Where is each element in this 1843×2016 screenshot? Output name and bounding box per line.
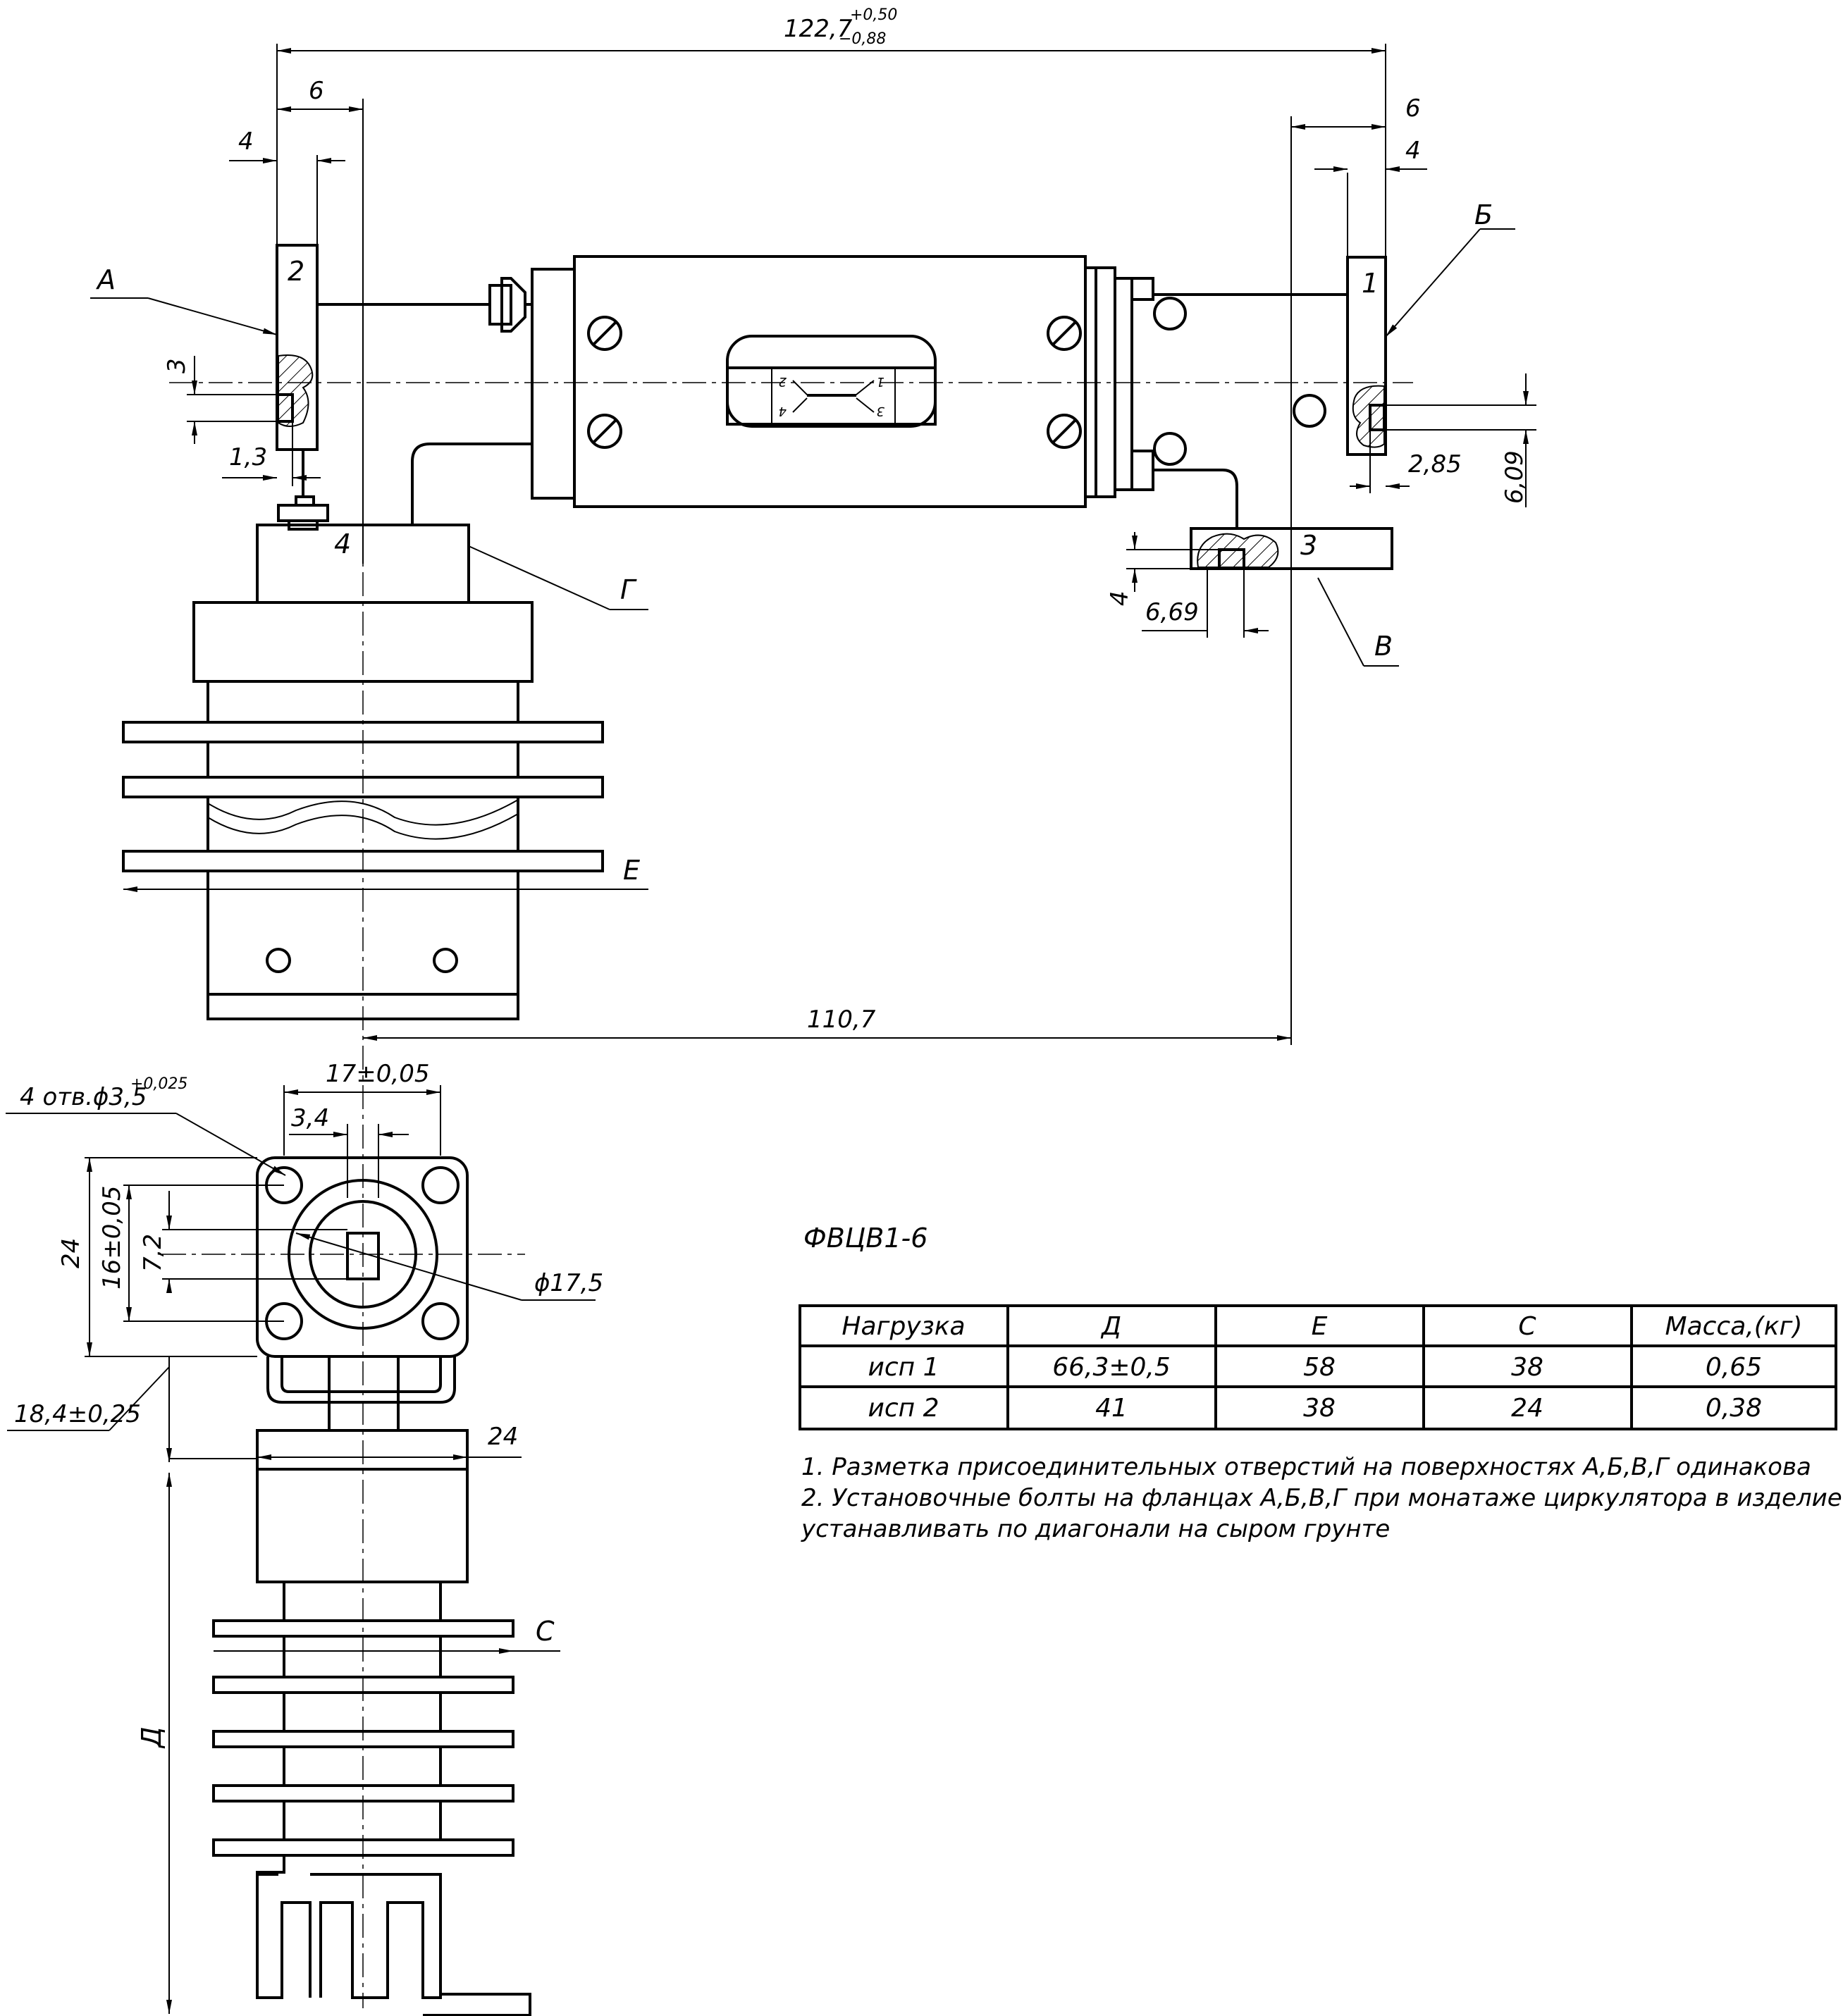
port-1-flange [1346, 256, 1387, 456]
table-header-e: Е [1312, 1312, 1328, 1341]
symbol-port-4: 4 [779, 404, 787, 419]
left-flange-dim-4: 4 [238, 128, 254, 156]
port-2-number: 2 [288, 256, 304, 287]
dim-24-vertical: 24 [57, 1238, 85, 1268]
dim-7-2: 7,2 [139, 1234, 167, 1272]
table-cell: 41 [1095, 1394, 1128, 1423]
dim-d17-5: ϕ17,5 [534, 1269, 603, 1297]
note-3: устанавливать по диагонали на сыром грун… [801, 1515, 1390, 1543]
overall-width-tol-upper: +0,50 [850, 6, 897, 24]
notes: 1. Разметка присоединительных отверстий … [801, 1453, 1842, 1543]
holes-note: 4 отв.ϕ3,5 [20, 1083, 147, 1111]
left-flange-dim-1-3: 1,3 [229, 443, 267, 471]
table-cell: 38 [1303, 1394, 1336, 1423]
right-flange-dim-4: 4 [1405, 137, 1421, 165]
bottom-flange-dim-4: 4 [1106, 590, 1134, 606]
surface-label-a: А [95, 264, 116, 295]
side-view: 4 отв.ϕ3,5 +0,025 17±0,05 3,4 24 16±0,05 [6, 1060, 603, 2016]
symbol-port-3: 3 [877, 404, 884, 419]
surface-label-g: Г [620, 574, 637, 605]
circulator-body [573, 255, 1087, 508]
note-1: 1. Разметка присоединительных отверстий … [801, 1453, 1811, 1481]
table-header-mass: Масса,(кг) [1665, 1312, 1803, 1341]
table-cell: 0,65 [1706, 1353, 1762, 1382]
table-header-d: Д [1100, 1312, 1121, 1341]
table-header-load: Нагрузка [842, 1312, 965, 1341]
right-flange-dim-2-85: 2,85 [1408, 450, 1462, 478]
dim-18-4: 18,4±0,25 [14, 1400, 141, 1428]
table-cell: 38 [1511, 1353, 1543, 1382]
surface-label-b: Б [1474, 199, 1493, 230]
port-1-number: 1 [1362, 268, 1379, 299]
right-flange-dim-6: 6 [1405, 94, 1421, 123]
dim-3-4: 3,4 [291, 1104, 329, 1132]
table-cell: 58 [1303, 1353, 1336, 1382]
dim-24-horizontal: 24 [488, 1423, 518, 1451]
port-3-number: 3 [1300, 530, 1317, 561]
bottom-flange-dim-6-69: 6,69 [1145, 598, 1199, 626]
table-header-c: С [1518, 1312, 1536, 1341]
left-flange-dim-3: 3 [163, 358, 191, 373]
dim-label-e: Е [623, 855, 640, 886]
port-4-number: 4 [334, 528, 351, 559]
left-flange-dim-6: 6 [309, 77, 324, 105]
dim-label-c: С [536, 1616, 555, 1647]
dim-16: 16±0,05 [98, 1186, 126, 1290]
symbol-port-2: 2 [779, 374, 787, 389]
port-2-flange [276, 244, 319, 451]
model-title: ФВЦВ1-6 [803, 1223, 927, 1254]
table-cell: 66,3±0,5 [1052, 1353, 1171, 1382]
overall-width-dim: 122,7 [784, 15, 853, 43]
note-2: 2. Установочные болты на фланцах А,Б,В,Г… [801, 1484, 1842, 1512]
top-view: 122,7 +0,50 −0,88 6 4 2 3 1,3 А [90, 6, 1536, 2008]
spec-table: Нагрузка Д Е С Масса,(кг) исп 1 66,3±0,5… [799, 1304, 1837, 1430]
table-cell: 0,38 [1706, 1394, 1762, 1423]
dim-label-d: Д [136, 1726, 167, 1749]
center-distance-dim: 110,7 [807, 1006, 876, 1034]
symbol-port-1: 1 [877, 374, 884, 389]
overall-width-tol-lower: −0,88 [839, 30, 886, 48]
table-cell: исп 1 [868, 1353, 939, 1382]
holes-tol: +0,025 [130, 1075, 187, 1093]
dim-17: 17±0,05 [326, 1060, 429, 1088]
table-cell: исп 2 [868, 1394, 939, 1423]
table-cell: 24 [1511, 1394, 1543, 1423]
screw-icon [587, 316, 1082, 449]
surface-label-v: В [1374, 631, 1393, 662]
right-flange-dim-6-09: 6,09 [1500, 450, 1529, 504]
